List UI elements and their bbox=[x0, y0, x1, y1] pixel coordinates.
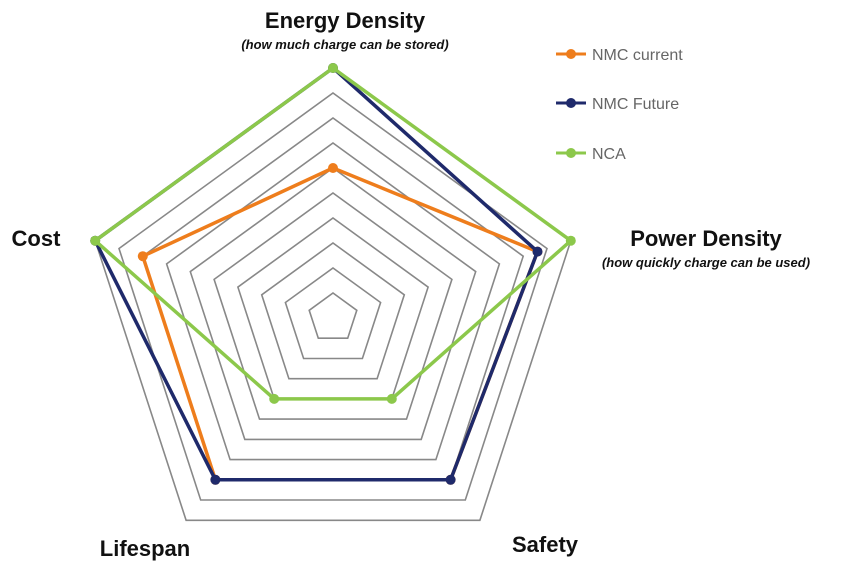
series-point-nmc-future bbox=[532, 246, 543, 257]
chart-legend: NMC current NMC Future NCA bbox=[556, 47, 683, 163]
axis-title-safety: Safety bbox=[512, 532, 579, 557]
series-point-nmc-future bbox=[210, 474, 221, 485]
series-point-nmc-future bbox=[445, 474, 456, 485]
axis-label-energy-density: Energy Density (how much charge can be s… bbox=[241, 8, 448, 52]
grid-ring bbox=[213, 192, 453, 420]
series-point-nca bbox=[386, 393, 397, 404]
legend-label-nmc-future: NMC Future bbox=[592, 96, 679, 113]
radar-series bbox=[90, 63, 576, 485]
legend-marker-nca bbox=[566, 148, 576, 158]
series-nca bbox=[90, 63, 576, 404]
legend-marker-nmc-current bbox=[566, 49, 576, 59]
grid-ring bbox=[284, 267, 382, 360]
series-point-nca bbox=[328, 63, 338, 73]
legend-item-nmc-current: NMC current bbox=[556, 47, 683, 64]
axis-title-lifespan: Lifespan bbox=[100, 536, 190, 561]
grid-ring bbox=[165, 142, 501, 461]
series-point-nmc-current bbox=[328, 163, 338, 173]
legend-label-nmc-current: NMC current bbox=[592, 47, 683, 64]
grid-ring bbox=[260, 242, 406, 380]
legend-item-nmc-future: NMC Future bbox=[556, 96, 679, 113]
axis-title-cost: Cost bbox=[12, 226, 62, 251]
series-point-nca bbox=[269, 393, 280, 404]
axis-title-power-density: Power Density bbox=[630, 226, 782, 251]
radar-grid bbox=[94, 67, 572, 522]
series-point-nca bbox=[90, 235, 101, 246]
grid-ring bbox=[94, 67, 572, 522]
series-line-nca bbox=[93, 66, 573, 401]
grid-ring bbox=[118, 92, 548, 501]
legend-item-nca: NCA bbox=[556, 146, 626, 163]
series-point-nmc-current bbox=[137, 251, 148, 262]
series-nmc-current bbox=[137, 163, 543, 485]
legend-marker-nmc-future bbox=[566, 98, 576, 108]
axis-label-power-density: Power Density (how quickly charge can be… bbox=[602, 226, 810, 270]
legend-label-nca: NCA bbox=[592, 146, 626, 163]
axis-subtitle-energy-density: (how much charge can be stored) bbox=[241, 37, 448, 52]
axis-subtitle-power-density: (how quickly charge can be used) bbox=[602, 255, 810, 270]
series-point-nca bbox=[565, 235, 576, 246]
grid-ring bbox=[189, 167, 477, 441]
axis-title-energy-density: Energy Density bbox=[265, 8, 426, 33]
grid-ring bbox=[308, 292, 358, 340]
